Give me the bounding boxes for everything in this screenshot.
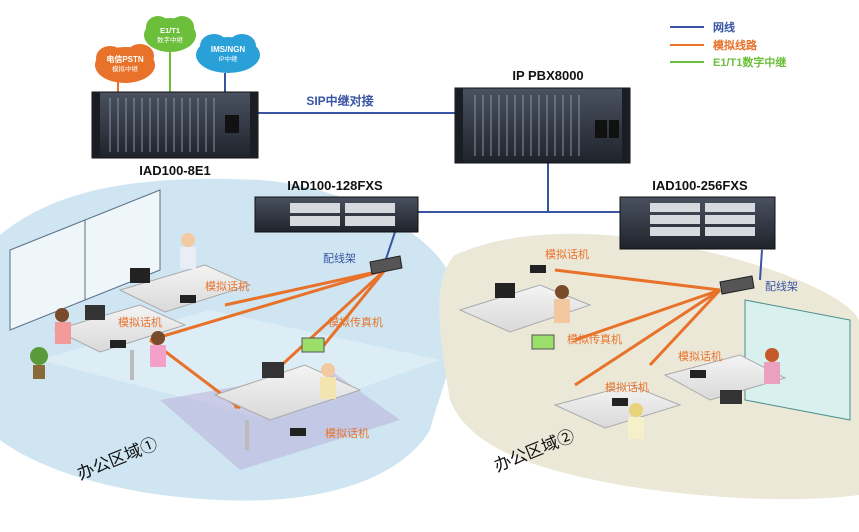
network-lines <box>258 112 763 281</box>
pstn-cloud: 电信PSTN 模拟中继 <box>95 44 155 83</box>
iad256-device <box>619 196 776 250</box>
zone1-label-phone-1: 模拟话机 <box>205 279 249 293</box>
zone2-label-phone-2: 模拟话机 <box>678 349 722 363</box>
ims-cloud-label-1: IMS/NGN <box>211 45 245 54</box>
patch-panel-right-label: 配线架 <box>765 279 798 293</box>
zone2-glass-wall <box>744 299 851 421</box>
patch-right-line <box>759 249 763 281</box>
iad100-8e1-device <box>91 91 259 159</box>
legend-label-e1: E1/T1数字中继 <box>713 55 786 69</box>
zone2-label-phone-3: 模拟话机 <box>605 380 649 394</box>
zone1-label-fax: 模拟传真机 <box>328 315 383 329</box>
zone2-label-phone-1: 模拟话机 <box>545 247 589 261</box>
patch-left-line <box>384 231 396 263</box>
iad128-label: IAD100-128FXS <box>287 178 383 193</box>
ims-cloud: IMS/NGN IP中继 <box>196 34 260 73</box>
legend-label-net: 网线 <box>713 20 735 34</box>
ims-cloud-label-2: IP中继 <box>218 54 238 63</box>
pstn-cloud-label-1: 电信PSTN <box>106 54 144 64</box>
analog-line-7 <box>574 288 721 342</box>
analog-line-1 <box>224 268 386 307</box>
iad128-device <box>254 196 419 233</box>
iad100-8e1-label: IAD100-8E1 <box>139 163 211 178</box>
sip-trunk-label: SIP中继对接 <box>306 93 373 108</box>
analog-line-8 <box>648 288 722 367</box>
e1t1-cloud-label-2: 数字中继 <box>157 35 184 44</box>
cloud-drop-lines <box>117 52 226 92</box>
e1t1-cloud: E1/T1 数字中继 <box>144 16 196 52</box>
zone2-label-fax: 模拟传真机 <box>567 332 622 346</box>
analog-line-3 <box>318 269 387 351</box>
iad256-label: IAD100-256FXS <box>652 178 748 193</box>
legend: 网线 模拟线路 E1/T1数字中继 <box>670 20 786 69</box>
zone1-people <box>55 233 336 399</box>
analog-line-6 <box>554 268 721 292</box>
zone1-label-phone-3: 模拟话机 <box>325 426 369 440</box>
pstn-cloud-label-2: 模拟中继 <box>112 64 139 73</box>
patch-panel-right <box>719 275 755 295</box>
legend-label-analog: 模拟线路 <box>713 38 758 52</box>
ip-pbx-label: IP PBX8000 <box>512 68 583 83</box>
zone2-people <box>554 285 780 439</box>
patch-panel-left <box>369 255 403 275</box>
zone1-equipment <box>85 268 325 436</box>
e1t1-cloud-label-1: E1/T1 <box>160 26 180 35</box>
zone1-label-phone-2: 模拟话机 <box>118 315 162 329</box>
plant-icon <box>30 347 48 379</box>
analog-line-2 <box>149 268 386 342</box>
patch-panel-left-label: 配线架 <box>323 251 356 265</box>
ip-pbx-device <box>454 87 631 164</box>
analog-line-9 <box>574 288 721 387</box>
zone2-equipment <box>495 265 742 406</box>
